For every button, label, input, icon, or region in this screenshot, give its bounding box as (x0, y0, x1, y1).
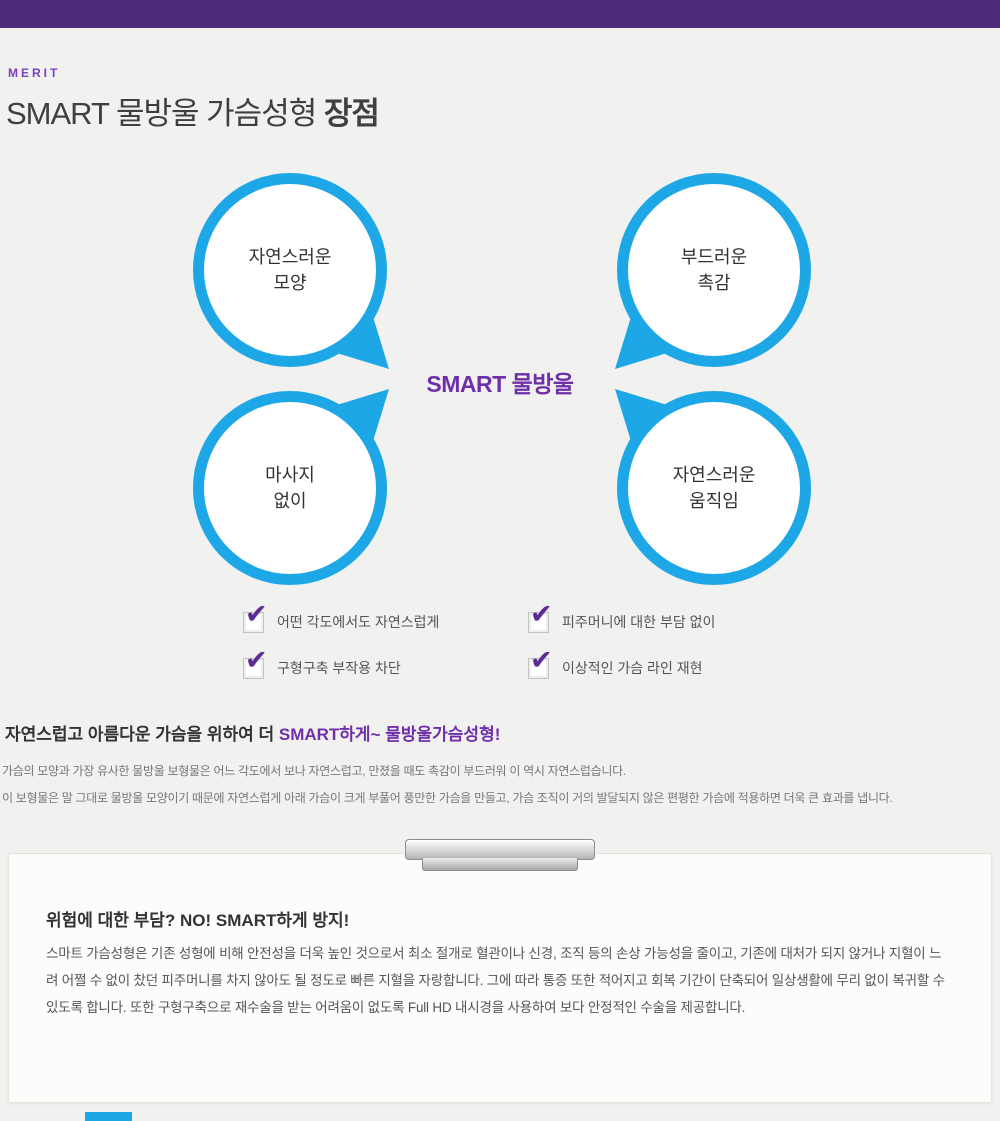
bubble-natural-movement: 자연스러운 움직임 (617, 391, 811, 585)
page-title: SMART 물방울 가슴성형 장점 (6, 88, 380, 133)
next-section-fragment (85, 1112, 132, 1121)
check-icon: ✔ (245, 644, 268, 675)
bubble-no-massage: 마사지 없이 (193, 391, 387, 585)
checklist-item-label: 어떤 각도에서도 자연스럽게 (277, 614, 440, 630)
bubble-label-line: 자연스러운 (248, 246, 332, 267)
clipboard-clip-bottom (422, 858, 578, 871)
checklist-item: ✔ 피주머니에 대한 부담 없이 (528, 600, 716, 634)
checkbox-box: ✔ (528, 600, 553, 633)
bubble-label-line: 없이 (273, 491, 307, 511)
bubble-diagram: 자연스러운 모양 부드러운 촉감 마사지 없이 자연스러운 움직임 SMART … (0, 160, 1000, 605)
bubble-label-line: 모양 (273, 273, 307, 293)
clipboard-clip-top (405, 839, 595, 860)
check-icon: ✔ (530, 598, 553, 629)
top-accent-bar (0, 0, 1000, 28)
intro-paragraph-1: 가슴의 모양과 가장 유사한 물방울 보형물은 어느 각도에서 보나 자연스럽고… (2, 764, 626, 778)
clipboard-clip (405, 839, 595, 871)
bubble-label-line: 촉감 (697, 273, 731, 293)
bubble-natural-shape: 자연스러운 모양 (193, 173, 387, 367)
checklist-item: ✔ 이상적인 가슴 라인 재현 (528, 646, 703, 680)
bubble-label-line: 부드러운 (680, 246, 748, 267)
checklist-item-label: 피주머니에 대한 부담 없이 (562, 614, 716, 630)
check-icon: ✔ (245, 598, 268, 629)
checklist-item-label: 이상적인 가슴 라인 재현 (562, 660, 703, 676)
intro-heading-dark: 자연스럽고 아름다운 가슴을 위하여 더 (5, 725, 279, 744)
bubble-label-line: 움직임 (689, 491, 739, 511)
diagram-center-label: SMART 물방울 (426, 371, 574, 397)
intro-paragraph-2: 이 보형물은 말 그대로 물방울 모양이기 때문에 자연스럽게 아래 가슴이 크… (2, 791, 893, 805)
page-title-normal: SMART 물방울 가슴성형 (6, 96, 324, 131)
page-title-bold: 장점 (323, 96, 380, 131)
bubble-label-line: 자연스러운 (672, 464, 756, 485)
check-icon: ✔ (530, 644, 553, 675)
intro-heading: 자연스럽고 아름다운 가슴을 위하여 더 SMART하게~ 물방울가슴성형! (5, 720, 500, 745)
safety-panel: 위험에 대한 부담? NO! SMART하게 방지! 스마트 가슴성형은 기존 … (8, 839, 992, 1103)
bubble-label-line: 마사지 (265, 464, 315, 485)
merit-eyebrow: MERIT (8, 66, 61, 80)
checkbox-box: ✔ (243, 600, 268, 633)
checklist-item: ✔ 구형구축 부작용 차단 (243, 646, 401, 680)
checklist-item: ✔ 어떤 각도에서도 자연스럽게 (243, 600, 440, 634)
checkbox-box: ✔ (528, 646, 553, 679)
checklist-item-label: 구형구축 부작용 차단 (277, 660, 401, 676)
safety-panel-heading: 위험에 대한 부담? NO! SMART하게 방지! (46, 911, 350, 930)
safety-panel-body: 스마트 가슴성형은 기존 성형에 비해 안전성을 더욱 높인 것으로서 최소 절… (46, 946, 945, 1015)
checkbox-box: ✔ (243, 646, 268, 679)
bubble-soft-texture: 부드러운 촉감 (617, 173, 811, 367)
intro-heading-purple: SMART하게~ 물방울가슴성형! (278, 725, 501, 744)
